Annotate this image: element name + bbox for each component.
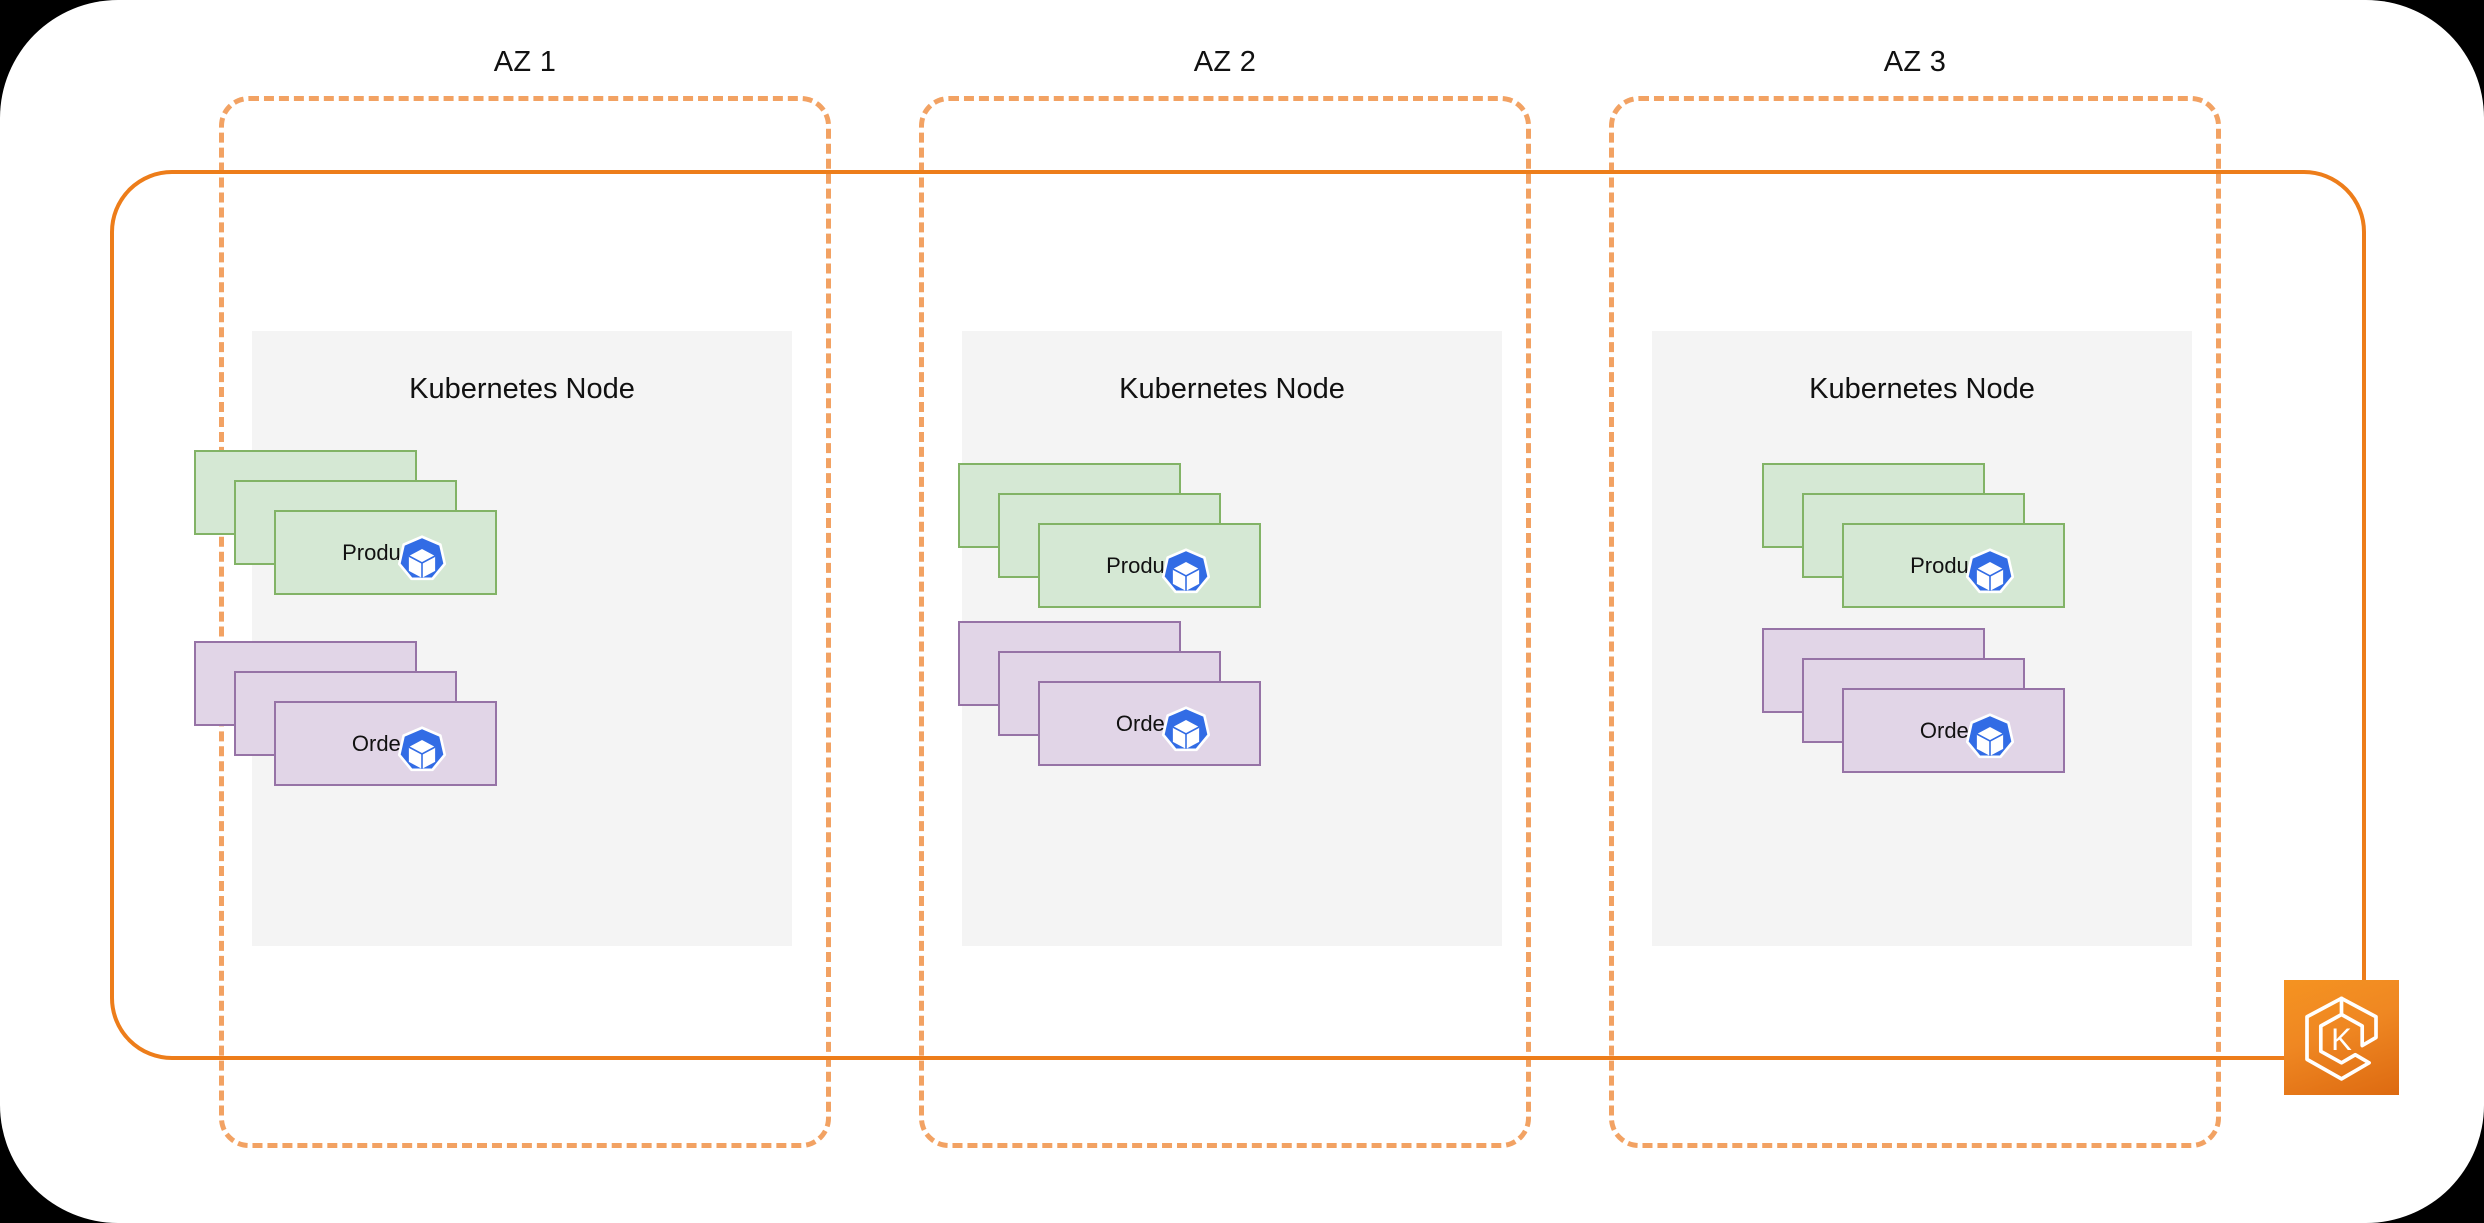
pod-stack-orders-1: Orders (194, 641, 504, 791)
kubernetes-icon (1158, 706, 1214, 762)
kubernetes-icon (1158, 548, 1214, 604)
kubernetes-icon (1962, 548, 2018, 604)
kubernetes-node-title-2: Kubernetes Node (1119, 373, 1345, 405)
kubernetes-node-title-1: Kubernetes Node (409, 373, 635, 405)
kubernetes-icon (394, 535, 450, 591)
pod-replica: Orders (1038, 681, 1261, 766)
pod-label-orders-3: Orders (1919, 717, 1988, 743)
pod-label-products-1: Products (342, 539, 429, 565)
pod-stack-orders-2: Orders (958, 621, 1268, 771)
pod-replica: Products (1038, 523, 1261, 608)
pod-label-orders-1: Orders (351, 730, 420, 756)
pod-stack-products-2: Products (958, 463, 1268, 613)
eks-logo-glyph: K (2331, 1022, 2352, 1057)
amazon-eks-logo: K (2284, 980, 2399, 1095)
vpc-boundary (110, 170, 2366, 1060)
pod-replica: Products (1842, 523, 2065, 608)
az-label-1: AZ 1 (493, 46, 557, 78)
pod-stack-orders-3: Orders (1762, 628, 2072, 778)
az-container-1 (219, 96, 831, 1148)
kubernetes-node-panel-2: Kubernetes Node Products (958, 331, 1502, 946)
pod-label-products-3: Products (1910, 552, 1997, 578)
kubernetes-node-panel-1: Kubernetes Node Products (194, 331, 792, 946)
pod-label-orders-2: Orders (1115, 710, 1184, 736)
kubernetes-node-panel-3: Kubernetes Node Products (1652, 331, 2192, 946)
pod-stack-products-1: Products (194, 450, 504, 600)
pod-replica: Orders (274, 701, 497, 786)
kubernetes-icon (1962, 713, 2018, 769)
az-container-2 (919, 96, 1531, 1148)
pod-replica: Orders (1842, 688, 2065, 773)
kubernetes-icon (394, 726, 450, 782)
pod-stack-products-3: Products (1762, 463, 2072, 613)
pod-label-products-2: Products (1106, 552, 1193, 578)
pod-replica: Products (274, 510, 497, 595)
az-label-2: AZ 2 (1193, 46, 1257, 78)
kubernetes-node-title-3: Kubernetes Node (1809, 373, 2035, 405)
az-label-3: AZ 3 (1883, 46, 1947, 78)
az-container-3 (1609, 96, 2221, 1148)
